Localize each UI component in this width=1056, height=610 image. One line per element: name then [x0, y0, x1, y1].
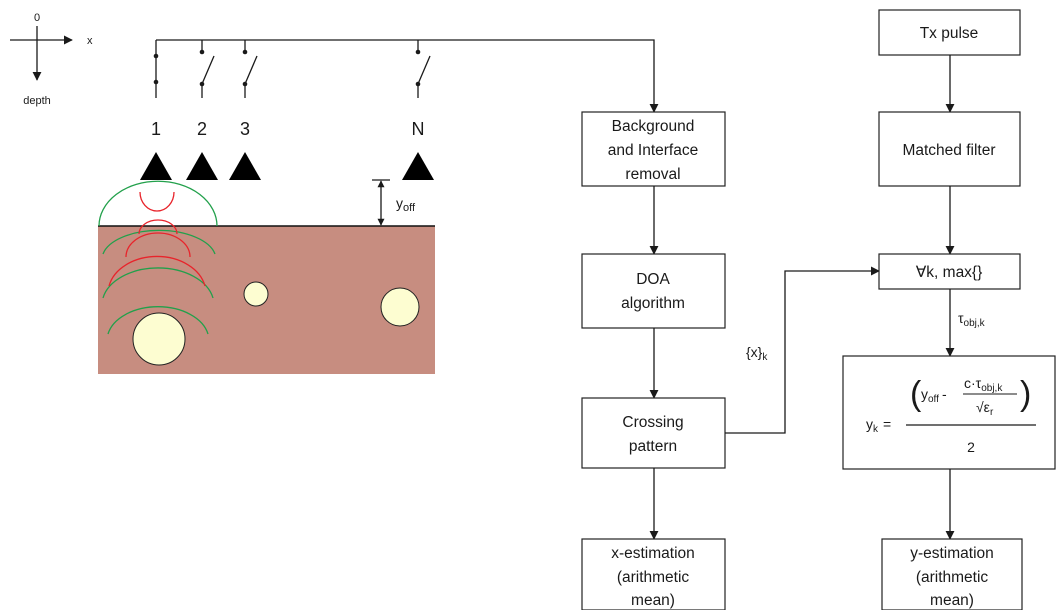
antenna-label-n: N: [412, 119, 425, 139]
background-removal-box: [581, 111, 726, 187]
tx-pulse-label: Tx pulse: [920, 25, 979, 42]
offset-indicator: yoff: [372, 179, 416, 226]
antenna-label-1: 1: [151, 119, 161, 139]
depth-formula: yk= ( yoff- c·τobj,k √εr ) 2: [866, 375, 1036, 455]
y-estimation-box: [881, 538, 1023, 610]
target-large: [132, 312, 186, 366]
x-estimation-box: [581, 538, 726, 610]
x-estimation-line-3: mean): [631, 592, 675, 609]
x-estimation-line-2: (arithmetic: [617, 569, 690, 586]
formula-left-paren: (: [910, 375, 922, 413]
target-small: [243, 281, 269, 307]
tau-label: τobj,k: [958, 310, 986, 329]
formula-denominator-two: 2: [967, 439, 975, 455]
offset-label: yoff: [396, 195, 416, 214]
formula-right-paren: ): [1020, 375, 1031, 413]
target-medium: [380, 287, 420, 327]
depth-axis-label: depth: [23, 95, 51, 107]
crossing-pattern-box: [581, 397, 726, 469]
x-set-connector: [725, 266, 880, 434]
antenna-n-triangle-icon: [402, 152, 434, 180]
x-estimation-line-1: x-estimation: [611, 545, 695, 562]
crossing-line-1: Crossing: [622, 414, 683, 431]
y-estimation-line-2: (arithmetic: [916, 569, 989, 586]
background-removal-line-1: Background: [612, 118, 695, 135]
y-estimation-line-3: mean): [930, 592, 974, 609]
switch-3: [242, 40, 258, 98]
left-flow: Background and Interface removal DOA alg…: [581, 111, 880, 610]
formula-numerator: c·τobj,k: [964, 375, 1003, 394]
antenna-3-triangle-icon: [229, 152, 261, 180]
switch-1: [153, 40, 159, 98]
doa-line-2: algorithm: [621, 295, 685, 312]
crossing-line-2: pattern: [629, 438, 677, 455]
antenna-label-3: 3: [240, 119, 250, 139]
doa-algorithm-box: [581, 253, 726, 329]
max-box: [878, 253, 1021, 290]
antenna-2-triangle-icon: [186, 152, 218, 180]
y-estimation-line-1: y-estimation: [910, 545, 994, 562]
formula-lhs: yk=: [866, 416, 891, 435]
bus-line: [156, 39, 659, 113]
matched-filter-label: Matched filter: [902, 142, 995, 159]
origin-label: 0: [34, 12, 40, 24]
antenna-label-2: 2: [197, 119, 207, 139]
coordinate-axes: 0 x depth: [10, 12, 93, 107]
doa-line-1: DOA: [636, 271, 670, 288]
max-label: ∀k, max{}: [916, 264, 983, 281]
antenna-switch-bus: [153, 39, 659, 113]
formula-yoff: yoff-: [921, 386, 947, 405]
antenna-1-triangle-icon: [140, 152, 172, 180]
ground-scene: [98, 180, 435, 374]
red-wavefronts: [108, 191, 206, 287]
background-removal-line-2: and Interface: [608, 142, 698, 159]
x-set-label: {x}k: [746, 344, 768, 363]
background-removal-line-3: removal: [625, 166, 680, 183]
x-axis-label: x: [87, 35, 93, 47]
right-flow: Tx pulse Matched filter ∀k, max{} τobj,k…: [842, 9, 1056, 610]
formula-box: [842, 355, 1056, 470]
formula-denominator: √εr: [976, 399, 994, 418]
tx-pulse-box: [878, 9, 1021, 56]
switch-n: [415, 40, 431, 98]
antenna-array: 1 2 3 N: [140, 119, 434, 180]
switch-2: [199, 40, 215, 98]
matched-filter-box: [878, 111, 1021, 187]
